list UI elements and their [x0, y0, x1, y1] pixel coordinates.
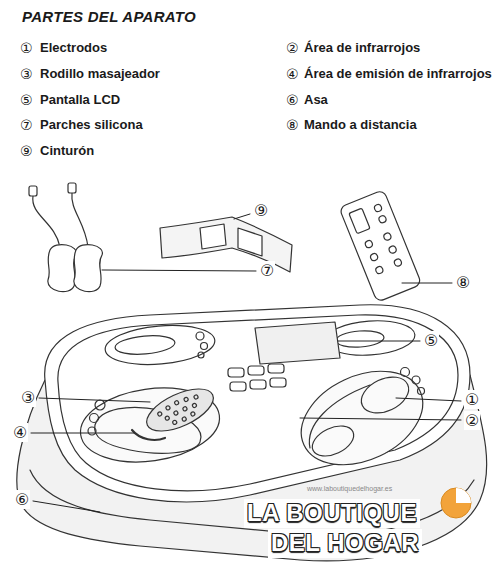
part-name: Electrodos: [40, 40, 107, 56]
callout-number: ③: [20, 388, 36, 407]
callout-number: ⑥: [14, 490, 30, 509]
callout-number: ②: [464, 411, 480, 430]
title: PARTES DEL APARATO: [22, 8, 196, 26]
list-number: ①: [20, 40, 33, 57]
list-number: ⑧: [286, 117, 299, 134]
watermark-brand: DEL HOGAR: [268, 529, 422, 558]
part-name: Área de infrarrojos: [304, 40, 420, 56]
list-number: ④: [286, 66, 299, 83]
list-number: ⑤: [20, 92, 33, 109]
watermark-url: www.laboutiquedelhogar.es: [307, 485, 392, 493]
part-name: Asa: [304, 92, 328, 108]
part-name: Rodillo masajeador: [40, 66, 160, 82]
callout-number: ⑤: [423, 331, 439, 350]
list-number: ⑦: [20, 117, 33, 134]
list-number: ⑨: [20, 143, 33, 160]
list-number: ③: [20, 66, 33, 83]
callout-number: ⑨: [253, 201, 269, 220]
part-name: Cinturón: [40, 143, 94, 159]
list-number: ⑥: [286, 92, 299, 109]
callout-number: ⑦: [259, 261, 275, 280]
part-name: Mando a distancia: [304, 117, 417, 133]
part-name: Pantalla LCD: [40, 92, 120, 108]
callout-number: ①: [464, 390, 480, 409]
part-name: Parches silicona: [40, 117, 143, 133]
list-number: ②: [286, 40, 299, 57]
callout-number: ④: [12, 423, 28, 442]
watermark-brand: LA BOUTIQUE: [244, 499, 420, 528]
callout-number: ⑧: [455, 273, 471, 292]
part-name: Área de emisión de infrarrojos: [304, 66, 492, 82]
